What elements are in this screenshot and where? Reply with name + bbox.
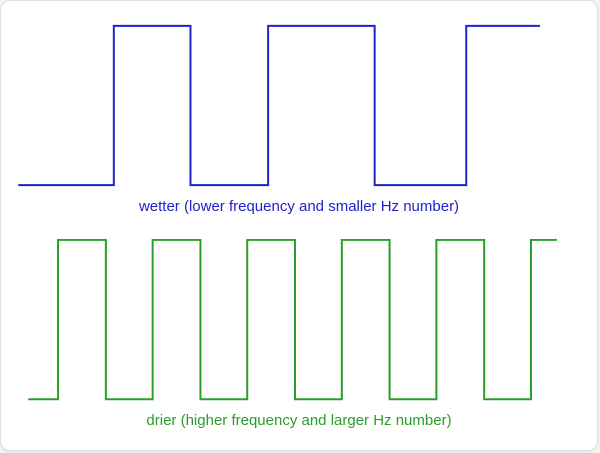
drier-label: drier (higher frequency and larger Hz nu… (146, 412, 452, 429)
wetter-label: wetter (lower frequency and smaller Hz n… (138, 198, 460, 215)
drier-square-wave (28, 238, 557, 401)
wetter-square-wave (18, 24, 540, 187)
